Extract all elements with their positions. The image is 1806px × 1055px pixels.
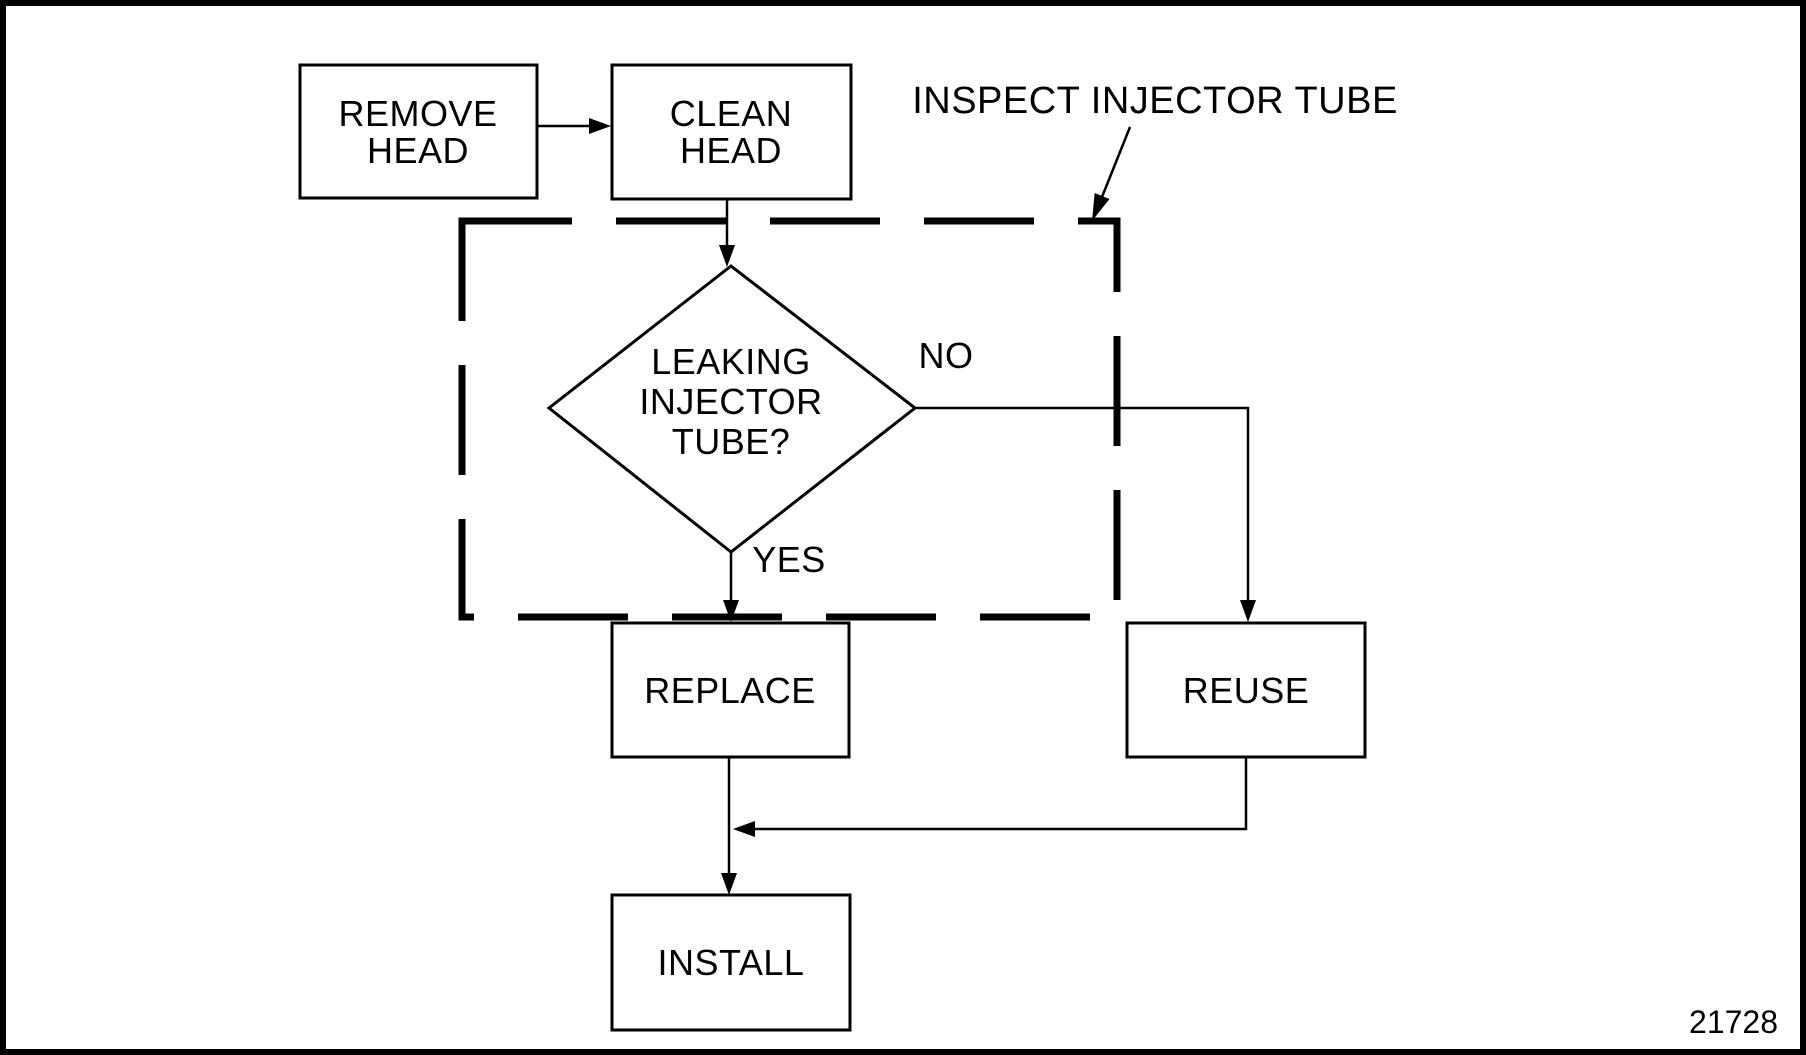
- decision-label-line1: LEAKING: [651, 341, 811, 382]
- arrowhead-decision-to-replace: [723, 600, 739, 622]
- clean-head-label-line1: CLEAN: [670, 93, 793, 134]
- node-install: INSTALL: [610, 893, 852, 1032]
- decision-diamond: [546, 264, 918, 554]
- branch-label-yes: YES: [752, 539, 826, 580]
- node-decision: LEAKING INJECTOR TUBE?: [546, 264, 918, 554]
- remove-head-label-line1: REMOVE: [338, 93, 497, 134]
- node-reuse: REUSE: [1125, 621, 1367, 759]
- arrowhead-replace-to-install: [721, 873, 737, 895]
- arrowhead-remove-to-clean: [589, 118, 611, 134]
- remove-head-label-line2: HEAD: [367, 130, 469, 171]
- node-remove-head: REMOVE HEAD: [298, 63, 539, 200]
- remove-head-box: [298, 63, 539, 200]
- install-box: [610, 893, 852, 1032]
- inspect-group-caption: INSPECT INJECTOR TUBE: [912, 80, 1398, 122]
- edge-reuse-to-merge: [750, 757, 1248, 831]
- inspect-caption-leader-line: [1098, 126, 1132, 203]
- replace-box: [610, 621, 851, 759]
- replace-label: REPLACE: [644, 670, 816, 711]
- arrowhead-clean-to-decision: [719, 245, 735, 267]
- clean-head-box: [610, 63, 853, 201]
- reuse-label: REUSE: [1183, 670, 1310, 711]
- node-clean-head: CLEAN HEAD: [610, 63, 853, 201]
- decision-label-line2: INJECTOR: [639, 381, 822, 422]
- install-label: INSTALL: [658, 942, 805, 983]
- arrowhead-reuse-to-merge: [733, 821, 755, 837]
- inspect-group-boundary: [458, 217, 1121, 621]
- branch-label-no: NO: [919, 335, 974, 376]
- inspect-caption-arrowhead: [1092, 193, 1110, 221]
- reuse-box: [1125, 621, 1367, 759]
- arrowhead-decision-to-reuse: [1240, 600, 1256, 622]
- decision-label-line3: TUBE?: [672, 421, 791, 462]
- figure-number: 21728: [1689, 1004, 1778, 1040]
- clean-head-label-line2: HEAD: [680, 130, 782, 171]
- edge-decision-to-reuse: [915, 406, 1250, 606]
- node-replace: REPLACE: [610, 621, 851, 759]
